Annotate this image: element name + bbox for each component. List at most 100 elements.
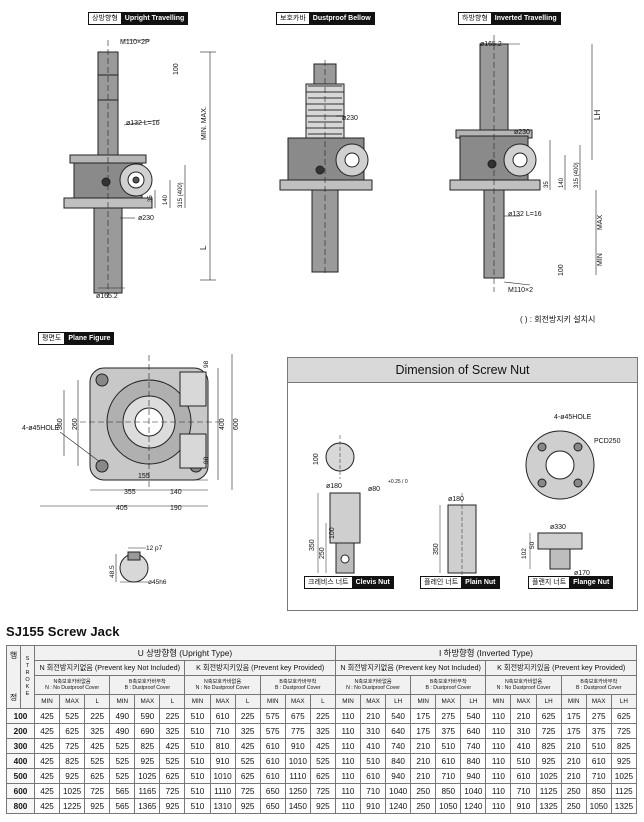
table-cell: 925 [159, 798, 186, 814]
table-cell: 175 [410, 723, 437, 739]
table-cell: 650 [259, 783, 286, 799]
table-cell: 110 [485, 768, 512, 784]
table-cell: 940 [460, 768, 487, 784]
table-cell: 425 [33, 783, 61, 799]
table-cell: 490 [109, 723, 136, 739]
table-cell: 525 [84, 753, 111, 769]
plain-nut-tag: 플레인 너트 Plain Nut [420, 576, 500, 589]
nut-d50: 50 [529, 541, 536, 549]
table-cell: 725 [234, 783, 261, 799]
table-cell: 1050 [435, 798, 462, 814]
upright-view-ko: 상방향형 [89, 13, 122, 24]
table-cell: 625 [159, 768, 186, 784]
u-k-key-header: K 회전방지키있음 (Prevent key Provided) [184, 660, 336, 676]
table-cell: 925 [610, 753, 637, 769]
col-min: MIN [410, 694, 437, 709]
stroke-cell: 800 [6, 798, 35, 814]
upright-view-en: Upright Travelling [121, 13, 188, 24]
stroke-en-t: T [25, 663, 30, 669]
inverted-view-ko: 하방향형 [459, 13, 492, 24]
col-max: MAX [585, 694, 612, 709]
u-n-bcover-en: B : Dustproof Cover [124, 685, 171, 691]
col-max: MAX [510, 694, 537, 709]
nut-d330: ø330 [550, 524, 566, 531]
table-cell: 1240 [385, 798, 412, 814]
table-cell: 175 [560, 708, 587, 724]
table-cell: 610 [435, 753, 462, 769]
inverted-d230-label: ø230 [514, 129, 530, 136]
table-cell: 710 [209, 723, 236, 739]
table-cell: 610 [585, 753, 612, 769]
stroke-ko-2: 정 [9, 693, 18, 702]
stroke-cell: 400 [6, 753, 35, 769]
plane-view-en: Plane Figure [65, 333, 114, 344]
table-cell: 210 [560, 738, 587, 754]
table-cell: 925 [234, 798, 261, 814]
dustproof-view-tag: 보호카바 Dustproof Bellow [276, 12, 375, 25]
table-cell: 525 [109, 738, 136, 754]
table-cell: 610 [259, 753, 286, 769]
inverted-m110-label: M110×2 [508, 287, 533, 294]
nut-d350b: 350 [433, 543, 440, 555]
nut-d80: ø80 [368, 486, 380, 493]
table-cell: 225 [159, 708, 186, 724]
stroke-en-k: K [25, 684, 30, 690]
inverted-lh-label: LH [593, 110, 602, 120]
plane-d360: 360 [57, 418, 64, 430]
table-cell: 940 [385, 768, 412, 784]
table-cell: 510 [184, 738, 211, 754]
table-cell: 175 [560, 723, 587, 739]
table-cell: 825 [610, 738, 637, 754]
table-cell: 825 [59, 753, 86, 769]
inverted-view-en: Inverted Travelling [491, 13, 560, 24]
table-cell: 525 [159, 753, 186, 769]
col-min: MIN [259, 694, 286, 709]
spec-table: 행 정 S T R O K E U 상방향형 (Upright Type) I … [6, 645, 637, 814]
table-cell: 1310 [209, 798, 236, 814]
table-cell: 275 [435, 708, 462, 724]
table-cell: 825 [134, 738, 161, 754]
plane-d260: 260 [72, 418, 79, 430]
table-cell: 725 [84, 783, 111, 799]
table-cell: 110 [334, 768, 362, 784]
table-cell: 310 [360, 723, 387, 739]
table-cell: 410 [360, 738, 387, 754]
plane-d140: 140 [170, 489, 182, 496]
table-cell: 510 [184, 708, 211, 724]
inverted-max-label: MAX [597, 215, 604, 231]
table-cell: 1025 [59, 783, 86, 799]
col-lh: LH [460, 694, 487, 709]
table-cell: 910 [510, 798, 537, 814]
nut-d180b: ø180 [448, 496, 464, 503]
table-cell: 610 [259, 738, 286, 754]
table-cell: 110 [485, 783, 512, 799]
table-cell: 425 [309, 738, 336, 754]
table-cell: 710 [510, 783, 537, 799]
table-cell: 1110 [284, 768, 311, 784]
table-cell: 425 [159, 738, 186, 754]
upright-m110-label: M110×2P [120, 39, 150, 46]
table-cell: 510 [184, 768, 211, 784]
nut-d180a: ø180 [326, 483, 342, 490]
table-cell: 425 [234, 738, 261, 754]
plane-d98a: 98 [203, 360, 210, 368]
plane-d400: 400 [219, 418, 226, 430]
table-cell: 110 [334, 708, 362, 724]
plane-d355: 355 [124, 489, 136, 496]
table-cell: 710 [585, 768, 612, 784]
table-cell: 1325 [535, 798, 562, 814]
col-lh: LH [385, 694, 412, 709]
plane-d155: 155 [138, 473, 150, 480]
table-cell: 725 [309, 783, 336, 799]
table-cell: 250 [560, 798, 587, 814]
table-cell: 225 [234, 708, 261, 724]
table-cell: 1025 [610, 768, 637, 784]
table-cell: 825 [535, 738, 562, 754]
